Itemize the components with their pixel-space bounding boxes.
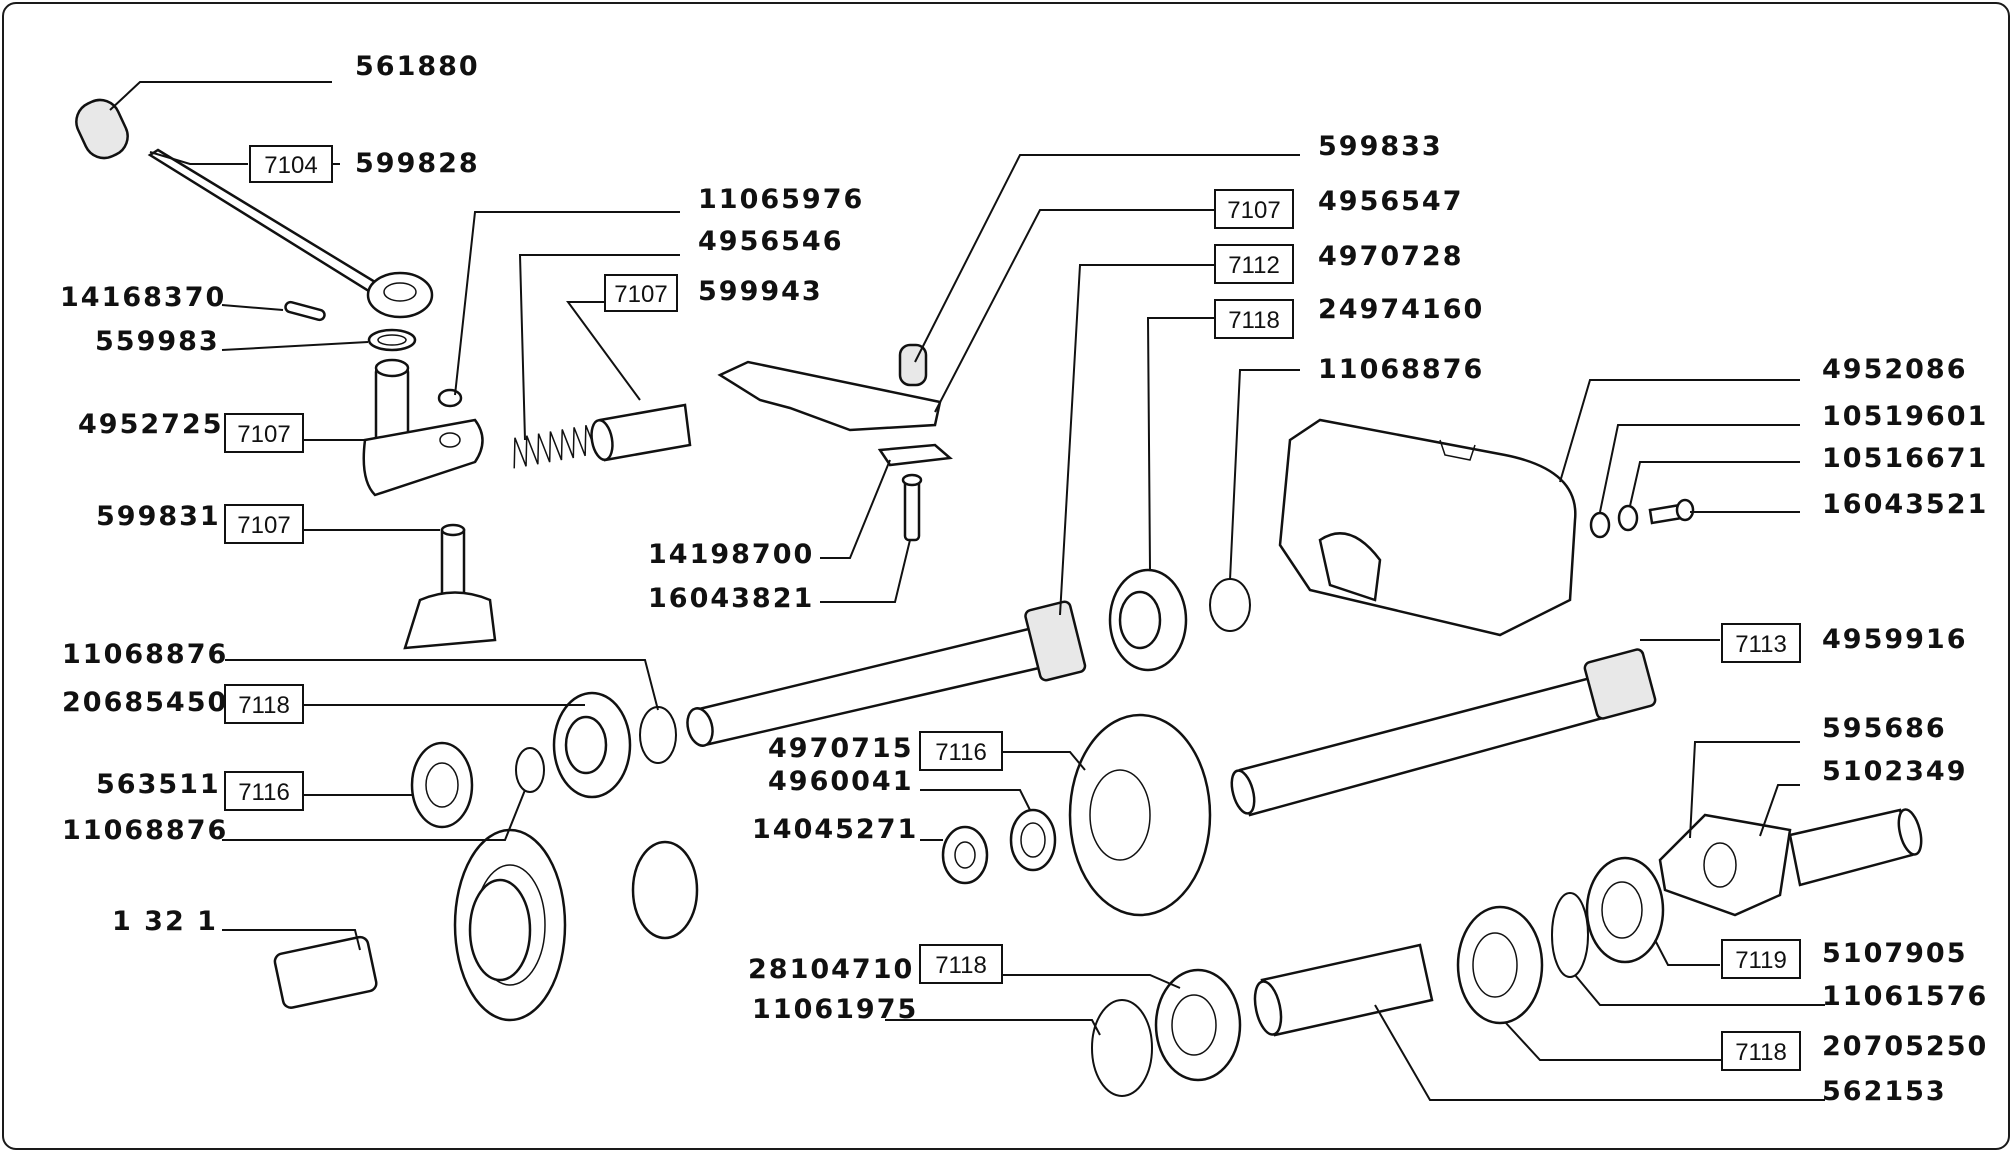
part-number-4970715: 4970715 [768, 733, 914, 764]
part-number-599833: 599833 [1318, 131, 1443, 162]
lower-bearing-group [1456, 856, 1665, 1025]
part-number-11068876-left2: 11068876 [62, 815, 228, 846]
part-number-561880: 561880 [355, 51, 480, 82]
part-number-28104710: 28104710 [748, 954, 914, 985]
part-number-563511: 563511 [96, 769, 221, 800]
part-number-599828: 599828 [355, 148, 480, 179]
part-number-labels: 561880 599828 11065976 4956546 599943 14… [60, 51, 1988, 1107]
part-number-4956546: 4956546 [698, 226, 844, 257]
input-shaft-part [686, 600, 1087, 747]
part-number-5107905: 5107905 [1822, 938, 1968, 969]
lever-support-part [362, 358, 484, 497]
group-code-7107-plate: 7107 [1227, 197, 1280, 224]
ring-and-nut-part [941, 808, 1057, 885]
part-number-4970728: 4970728 [1318, 241, 1464, 272]
part-number-562153: 562153 [1822, 1076, 1947, 1107]
cover-part [1278, 418, 1577, 637]
washer-part [367, 328, 417, 352]
group-code-box [919, 731, 1003, 771]
part-number-20705250: 20705250 [1822, 1031, 1988, 1062]
part-number-5102349: 5102349 [1822, 756, 1968, 787]
spacer-tube-part [1253, 943, 1434, 1037]
part-number-599943: 599943 [698, 276, 823, 307]
part-number-1321: 1 32 1 [112, 906, 218, 937]
part-number-10519601: 10519601 [1822, 401, 1988, 432]
part-number-4956547: 4956547 [1318, 186, 1464, 217]
mainshaft-part [1230, 648, 1657, 817]
bottom-bearing-group [1091, 968, 1242, 1097]
group-code-7119: 7119 [1735, 947, 1787, 974]
knob-part [75, 98, 129, 160]
left-bearing-group [410, 691, 677, 829]
bracket-part [1658, 808, 1923, 917]
bearing-upper-part [1108, 568, 1188, 672]
leader-lines [109, 81, 1825, 1101]
part-number-11068876-upper: 11068876 [1318, 354, 1484, 385]
part-number-11061975: 11061975 [752, 994, 918, 1025]
group-code-7118-lower: 7118 [1735, 1039, 1787, 1066]
group-code-box [249, 145, 333, 183]
selector-fork-part [403, 523, 497, 650]
part-number-11068876-left: 11068876 [62, 639, 228, 670]
part-number-595686: 595686 [1822, 713, 1947, 744]
part-number-24974160: 24974160 [1318, 294, 1484, 325]
group-code-7104: 7104 [264, 152, 317, 179]
group-code-7112: 7112 [1228, 252, 1280, 279]
gear-lever-part [147, 148, 434, 319]
group-codes: 7104 7107 7107 7107 7107 7112 7118 7118 … [224, 145, 1801, 1071]
group-code-box [1721, 939, 1801, 979]
group-code-box [1214, 299, 1294, 339]
cover-screw-set [1589, 498, 1695, 539]
group-code-7118-bottom: 7118 [935, 952, 987, 979]
drive-gear-part [1068, 713, 1212, 917]
circlip-upper-part [1209, 578, 1251, 632]
group-code-7118-left: 7118 [238, 692, 290, 719]
part-number-4952725: 4952725 [78, 409, 224, 440]
part-number-599831: 599831 [96, 501, 221, 532]
pin-part [284, 300, 326, 322]
group-code-box [224, 771, 304, 811]
part-number-16043821: 16043821 [648, 583, 814, 614]
part-number-16043521: 16043521 [1822, 489, 1988, 520]
group-code-box [224, 504, 304, 544]
part-number-14168370: 14168370 [60, 282, 226, 313]
part-number-14045271: 14045271 [752, 814, 918, 845]
group-code-7118-upper: 7118 [1228, 307, 1280, 334]
part-number-559983: 559983 [95, 326, 220, 357]
clip-part [437, 388, 463, 408]
group-code-box [1214, 189, 1294, 229]
group-code-7116-gear: 7116 [935, 739, 987, 766]
group-code-7113: 7113 [1735, 631, 1787, 658]
interlock-plate-part [717, 343, 953, 542]
plunger-part [590, 403, 692, 462]
group-code-7116-left: 7116 [238, 779, 290, 806]
group-code-box [224, 684, 304, 724]
group-code-box [604, 274, 678, 312]
group-code-box [1721, 1031, 1801, 1071]
group-code-box [1214, 244, 1294, 284]
part-number-10516671: 10516671 [1822, 443, 1988, 474]
group-code-box [224, 413, 304, 453]
cluster-gear-part [273, 828, 699, 1022]
part-number-11065976: 11065976 [698, 184, 864, 215]
part-number-11061576: 11061576 [1822, 981, 1988, 1012]
part-number-14198700: 14198700 [648, 539, 814, 570]
group-code-7107-support: 7107 [237, 421, 290, 448]
group-code-7107-fork: 7107 [237, 512, 290, 539]
group-code-7107-plunger: 7107 [614, 281, 667, 308]
part-number-20685450: 20685450 [62, 687, 228, 718]
group-code-box [919, 944, 1003, 984]
group-code-box [1721, 623, 1801, 663]
part-number-4960041: 4960041 [768, 766, 914, 797]
part-number-4959916: 4959916 [1822, 624, 1968, 655]
part-number-4952086: 4952086 [1822, 354, 1968, 385]
